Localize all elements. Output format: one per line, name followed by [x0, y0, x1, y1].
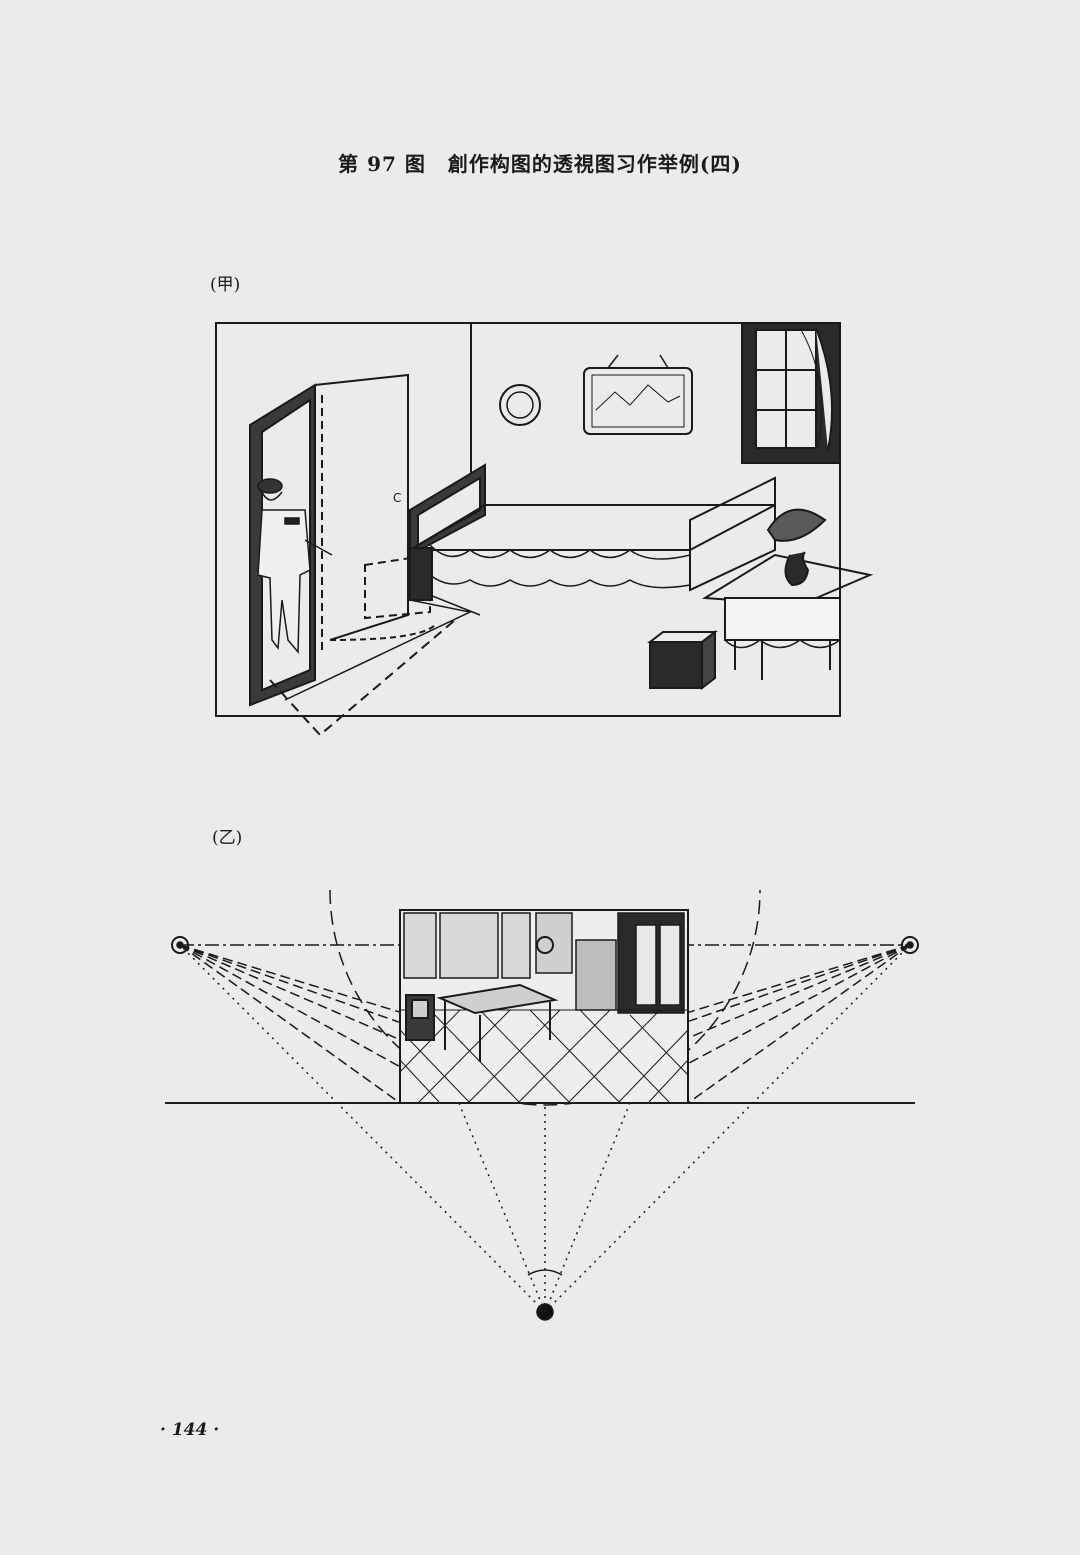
- page-number: · 144 ·: [160, 1420, 220, 1440]
- frame-a: [215, 322, 841, 717]
- side-table: [701, 508, 874, 680]
- figure-number: 第 97 图: [338, 152, 426, 176]
- window: [741, 322, 841, 464]
- round-wall-plate: [499, 384, 541, 426]
- open-door: [314, 373, 409, 641]
- left-vanishing-point: [171, 936, 189, 954]
- measuring-arc: [329, 889, 761, 1106]
- right-vanishing-point: [901, 936, 919, 954]
- gift-box: [647, 629, 718, 691]
- wall-scroll-panels: [403, 912, 573, 979]
- subfigure-label-b: (乙): [212, 828, 243, 848]
- figure-caption: 創作构图的透視图习作举例(四): [447, 152, 742, 176]
- figure-title: 第 97 图創作构图的透視图习作举例(四): [0, 148, 1080, 177]
- landscape-painting: [583, 367, 693, 435]
- subfigure-label-a: (甲): [210, 275, 241, 295]
- person-figure: [257, 478, 333, 655]
- table-and-chair: [405, 983, 559, 1062]
- shelf: [575, 939, 617, 1011]
- door-marker-label: C: [393, 491, 401, 505]
